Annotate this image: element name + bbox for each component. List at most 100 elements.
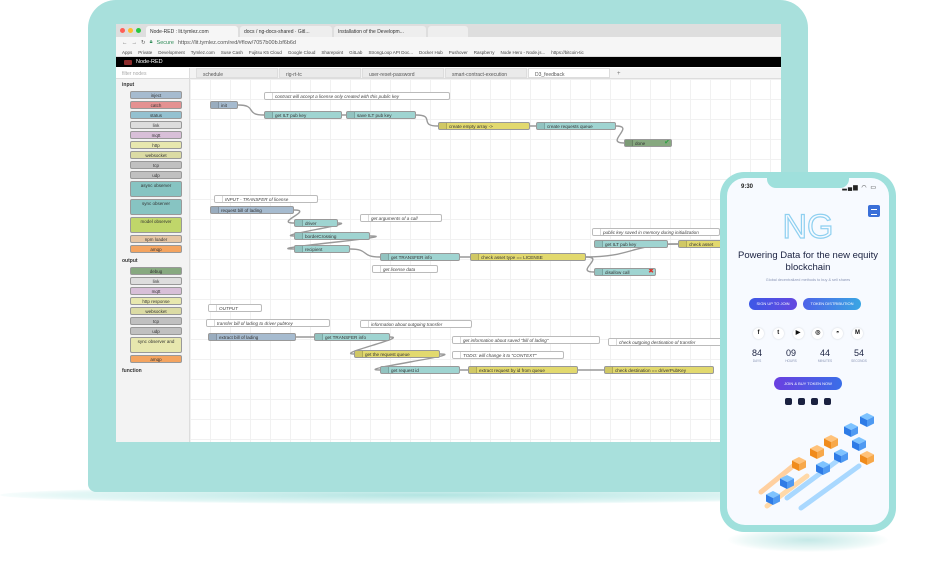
flow-node[interactable]: extract request by id from queue (468, 366, 578, 374)
add-flow-tab-button[interactable]: + (617, 71, 621, 77)
flow-node[interactable]: extract bill of lading (208, 333, 296, 341)
palette-node[interactable]: npm loader (130, 235, 182, 243)
flow-node[interactable]: done (624, 139, 672, 147)
flow-node[interactable]: init (210, 101, 238, 109)
flow-node[interactable]: get ILT pub key (264, 111, 342, 119)
flow-node[interactable]: create empty array -> (438, 122, 530, 130)
flow-node[interactable]: get the request queue (354, 350, 440, 358)
palette-category-function[interactable]: function (116, 365, 189, 377)
flow-node[interactable]: driver (294, 219, 338, 227)
bookmark-link[interactable]: Google Cloud (287, 49, 316, 55)
flow-node[interactable]: request bill of lading (210, 206, 294, 214)
flow-tab[interactable]: smart-contract-execution (445, 68, 527, 78)
flow-node[interactable]: get request id (380, 366, 460, 374)
palette-node[interactable]: async observer (130, 181, 182, 197)
palette-node[interactable]: sync observer (130, 199, 182, 215)
palette-node[interactable]: mqtt (130, 287, 182, 295)
palette-node[interactable]: tcp (130, 317, 182, 325)
palette-node[interactable]: debug (130, 267, 182, 275)
social-icon[interactable]: f (753, 328, 764, 339)
flow-tab[interactable]: schedule (196, 68, 278, 78)
palette-node[interactable]: websocket (130, 307, 182, 315)
bookmark-link[interactable]: GitLab (349, 49, 363, 55)
flow-node[interactable]: recipient (294, 245, 350, 253)
bookmark-link[interactable]: Private (138, 49, 153, 55)
flow-node[interactable]: check destination == driverPubKey (604, 366, 714, 374)
wire[interactable] (237, 104, 265, 116)
palette-node[interactable]: udp (130, 171, 182, 179)
browser-tab[interactable]: Installation of the Developm... (334, 26, 426, 37)
social-icon[interactable]: ◓ (832, 328, 844, 339)
palette-node[interactable]: mqtt (130, 131, 182, 139)
palette-node[interactable]: amqp (130, 355, 182, 363)
flow-node[interactable]: save ILT pub key (346, 111, 416, 119)
bookmark-link[interactable]: Apps (122, 49, 133, 55)
flow-node[interactable]: get arguments of a call (360, 214, 442, 222)
wire[interactable] (349, 248, 381, 258)
wire[interactable] (415, 114, 439, 127)
palette-node[interactable]: http response (130, 297, 182, 305)
palette-node[interactable]: tcp (130, 161, 182, 169)
palette-node[interactable]: link (130, 277, 182, 285)
wire[interactable] (287, 209, 301, 224)
social-icon[interactable]: t (772, 328, 784, 339)
flow-canvas[interactable]: init contract will accept a license only … (190, 79, 781, 442)
social-icon[interactable]: ◎ (812, 328, 824, 339)
flow-node[interactable]: disallow call (594, 268, 656, 276)
bookmark-link[interactable]: Suse Cash (220, 49, 243, 55)
flow-node[interactable]: check asset type == LICENSE (470, 253, 586, 261)
wallet-icon[interactable] (798, 398, 805, 405)
flow-node[interactable]: contract will accept a license only crea… (264, 92, 450, 100)
palette-node[interactable]: sync observer and (130, 337, 182, 353)
flow-node[interactable]: TODO: will change it to "CONTEXT" (452, 351, 564, 359)
wire[interactable] (585, 256, 595, 273)
flow-tab[interactable]: user-reset-password (362, 68, 444, 78)
social-icon[interactable]: ▶ (792, 328, 804, 339)
flow-node[interactable]: information about outgoing transfer (360, 320, 472, 328)
flow-node[interactable]: check outgoing destination of transfer (608, 338, 722, 346)
bookmark-link[interactable]: StrongLoop API Doc... (368, 49, 413, 55)
flow-node[interactable]: transfer bill of lading to driver pubKey (206, 319, 330, 327)
flow-node[interactable]: get information about saved "bill of lad… (452, 336, 600, 344)
flow-node[interactable]: INPUT - TRANSFER of license (214, 195, 318, 203)
wallet-icon[interactable] (811, 398, 818, 405)
minimize-window-button[interactable] (128, 28, 133, 33)
palette-node[interactable]: udp (130, 327, 182, 335)
browser-tab[interactable] (428, 26, 468, 37)
bookmark-link[interactable]: Node Hero - Node.js... (500, 49, 546, 55)
browser-tab[interactable]: docs / ng-docs-shared · Gitl... (240, 26, 332, 37)
wire[interactable] (615, 125, 625, 144)
wire[interactable] (374, 353, 446, 371)
token-distribution-button[interactable]: TOKEN DISTRIBUTION (803, 298, 861, 310)
palette-node[interactable]: catch (130, 101, 182, 109)
hamburger-menu-icon[interactable] (868, 205, 880, 217)
bookmark-link[interactable]: Sharepoint (321, 49, 344, 55)
back-icon[interactable]: ← (122, 39, 128, 46)
bookmark-link[interactable]: https://bitcoin-tic (551, 49, 584, 55)
wire[interactable] (350, 336, 394, 355)
bookmark-link[interactable]: Development (158, 49, 185, 55)
flow-node[interactable]: create requests queue (536, 122, 616, 130)
flow-tab[interactable]: D3_feedback (528, 68, 610, 78)
palette-node[interactable]: websocket (130, 151, 182, 159)
palette-category-output[interactable]: output (116, 255, 189, 267)
sign-up-button[interactable]: SIGN UP TO JOIN (749, 298, 797, 310)
bookmark-link[interactable]: Pushover (448, 49, 468, 55)
bookmark-link[interactable]: Raspberry (473, 49, 495, 55)
flow-tab[interactable]: rig-rt-tc (279, 68, 361, 78)
wallet-icon[interactable] (785, 398, 792, 405)
palette-node[interactable]: inject (130, 91, 182, 99)
close-window-button[interactable] (120, 28, 125, 33)
wallet-icon[interactable] (824, 398, 831, 405)
flow-node[interactable]: get TRANSFER info (314, 333, 390, 341)
bookmark-link[interactable]: Tymlez.com (190, 49, 215, 55)
palette-category-input[interactable]: input (116, 79, 189, 91)
wire[interactable] (287, 235, 377, 250)
forward-icon[interactable]: → (131, 39, 138, 46)
social-icon[interactable]: M (851, 328, 863, 339)
bookmark-link[interactable]: Docker Hub (418, 49, 443, 55)
flow-node[interactable]: get license data (372, 265, 438, 273)
reload-icon[interactable]: ↻ (141, 39, 146, 46)
wire[interactable] (289, 222, 343, 237)
palette-node[interactable]: http (130, 141, 182, 149)
